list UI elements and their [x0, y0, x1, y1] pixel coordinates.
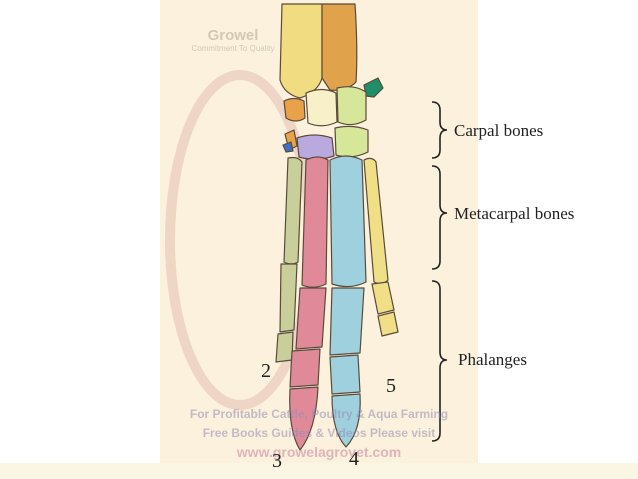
carpal-bone-pale — [305, 88, 338, 127]
carpal-brace — [431, 101, 448, 159]
metacarpal-5 — [363, 157, 389, 285]
metacarpal-bones-label: Metacarpal bones — [454, 204, 575, 223]
carpal-bone-purple — [296, 134, 335, 160]
digit4-middle-phalanx — [329, 354, 361, 395]
metacarpal-4 — [329, 155, 367, 288]
watermark-logo-tagline: Commitment To Quality — [191, 43, 275, 53]
digit2-proximal-phalanx — [279, 263, 298, 333]
footer-strip — [0, 463, 638, 479]
watermark-line-1: For Profitable Cattle, Poultry & Aqua Fa… — [189, 407, 449, 421]
watermark-text: For Profitable Cattle, Poultry & Aqua Fa… — [160, 405, 478, 462]
ulna-bone — [321, 3, 358, 91]
digit-4-number: 4 — [349, 448, 359, 470]
watermark-line-2: Free Books Guides & Videos Please visit — [202, 426, 436, 440]
watermark-logo: Growel Commitment To Quality — [188, 27, 278, 78]
digit2-middle-phalanx — [275, 331, 294, 363]
digit-2-number: 2 — [261, 360, 271, 382]
phalanges-label: Phalanges — [458, 350, 527, 369]
metacarpal-3 — [301, 156, 329, 288]
carpal-bones-label: Carpal bones — [454, 121, 544, 140]
digit3-middle-phalanx — [289, 348, 321, 388]
metacarpal-2 — [283, 156, 303, 265]
digit3-distal-phalanx — [289, 386, 319, 451]
carpal-bone-green-upper — [336, 86, 367, 126]
phalanges-brace — [431, 280, 448, 442]
radius-bone — [279, 3, 323, 99]
watermark-line-3: www.growelagrovet.com — [236, 444, 402, 460]
digit-3-number: 3 — [272, 450, 282, 472]
carpal-bone-green-lower — [334, 125, 369, 158]
digit5-proximal-phalanx — [371, 281, 395, 315]
accessory-carpal-bone — [363, 77, 384, 98]
metacarpal-brace — [431, 165, 448, 270]
digit4-distal-phalanx — [331, 393, 361, 448]
digit5-middle-phalanx — [377, 311, 399, 337]
digit3-proximal-phalanx — [295, 287, 327, 350]
digit-5-number: 5 — [386, 375, 396, 397]
carpal-bone-orange-upper — [283, 97, 306, 122]
digit4-proximal-phalanx — [329, 287, 365, 356]
watermark-logo-name: Growel — [207, 27, 259, 44]
carpal-bone-blue — [282, 141, 294, 153]
